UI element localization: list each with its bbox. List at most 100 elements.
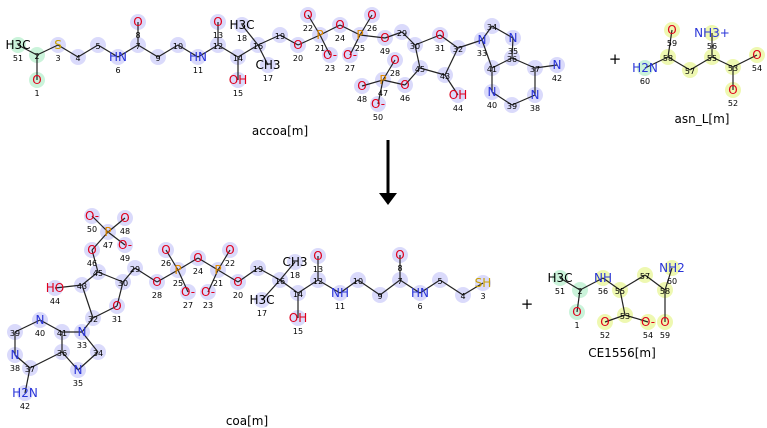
atom-number: 58 [660,287,670,296]
bond [359,34,386,39]
bond [297,279,319,294]
atom-number: 31 [112,315,122,324]
bond [377,79,384,105]
atom-number: 23 [325,64,335,73]
bond [81,284,94,319]
atom-number: 12 [213,42,223,51]
atom-label: P [316,28,323,42]
bond [97,44,119,58]
atom-number: 15 [233,89,243,98]
atom-number: 8 [397,264,402,273]
bond [39,319,63,333]
atom-number: 3 [480,292,485,301]
bond [624,314,649,323]
atom-number: 22 [303,24,313,33]
bond [511,94,536,106]
atom-label: O [303,8,312,22]
bond [414,44,421,69]
atom-number: 14 [293,290,303,299]
atom-number: 1 [34,89,39,98]
atom-label: O [133,15,142,29]
bond [644,56,669,69]
atom-number: 57 [685,67,695,76]
atom-label: N [36,313,45,327]
atom-number: 52 [728,99,738,108]
atom-number: 19 [253,265,263,274]
atom-label: CH3 [282,255,307,269]
bond [602,277,621,291]
atom-number: 17 [257,309,267,318]
atom-number: 41 [487,65,497,74]
atom-number: 5 [437,277,442,286]
atom-label: NH3+ [694,26,730,40]
bond [77,351,99,371]
bond [491,91,513,106]
bond [379,279,401,296]
atom-label: O- [641,315,655,329]
atom-number: 34 [93,349,103,358]
bond [91,249,99,273]
bond [667,29,673,58]
atom-label: O [435,28,444,42]
bond [91,231,109,251]
bond [237,267,259,283]
bond [24,367,31,394]
atom-number: 55 [707,54,717,63]
atom-number: 39 [10,329,20,338]
atom-label: P [214,263,221,277]
atom-number: 11 [335,302,345,311]
atom-label: O- [201,285,215,299]
bond [481,39,493,69]
atom-label: O- [181,285,195,299]
bond [419,279,441,294]
atom-number: 57 [640,272,650,281]
atom-number: 30 [410,42,420,51]
atom-label: P [104,225,111,239]
bond [339,24,361,36]
atom-number: 47 [378,89,388,98]
atom-label: O [335,18,344,32]
atom-number: 27 [345,64,355,73]
atom-label: H2N [632,61,658,75]
atom-number: 49 [120,254,130,263]
bond [511,37,514,59]
atom-number: 20 [293,54,303,63]
atom-number: 4 [460,292,465,301]
atom-label: O [293,38,302,52]
atom-number: 21 [315,44,325,53]
atom-label: H2N [12,386,38,400]
atom-number: 44 [453,104,463,113]
atom-number: 39 [507,102,517,111]
bond [401,31,416,46]
bond [297,34,321,46]
atom-number: 5 [95,42,100,51]
bond [664,267,673,291]
atom-number: 42 [552,74,562,83]
bond [279,34,299,46]
bond [511,57,536,69]
atom-number: 24 [335,34,345,43]
bond [711,56,734,68]
bond [177,44,199,58]
atom-label: O- [85,209,99,223]
atom-number: 40 [35,329,45,338]
atom-number: 33 [477,49,487,58]
bond [644,274,666,291]
atom-number: 48 [120,227,130,236]
atom-label: O [161,243,170,257]
atom-number: 38 [10,364,20,373]
atom-number: 8 [135,31,140,40]
atom-label: N [531,88,540,102]
atom-label: HN [411,286,429,300]
bond [384,31,403,39]
bond [339,279,359,294]
atom-number: 53 [728,64,738,73]
atom-number: 45 [93,269,103,278]
atom-label: N [78,325,87,339]
atom-label: O [367,8,376,22]
bond [491,57,513,69]
bond [217,249,231,271]
bond [217,269,239,283]
